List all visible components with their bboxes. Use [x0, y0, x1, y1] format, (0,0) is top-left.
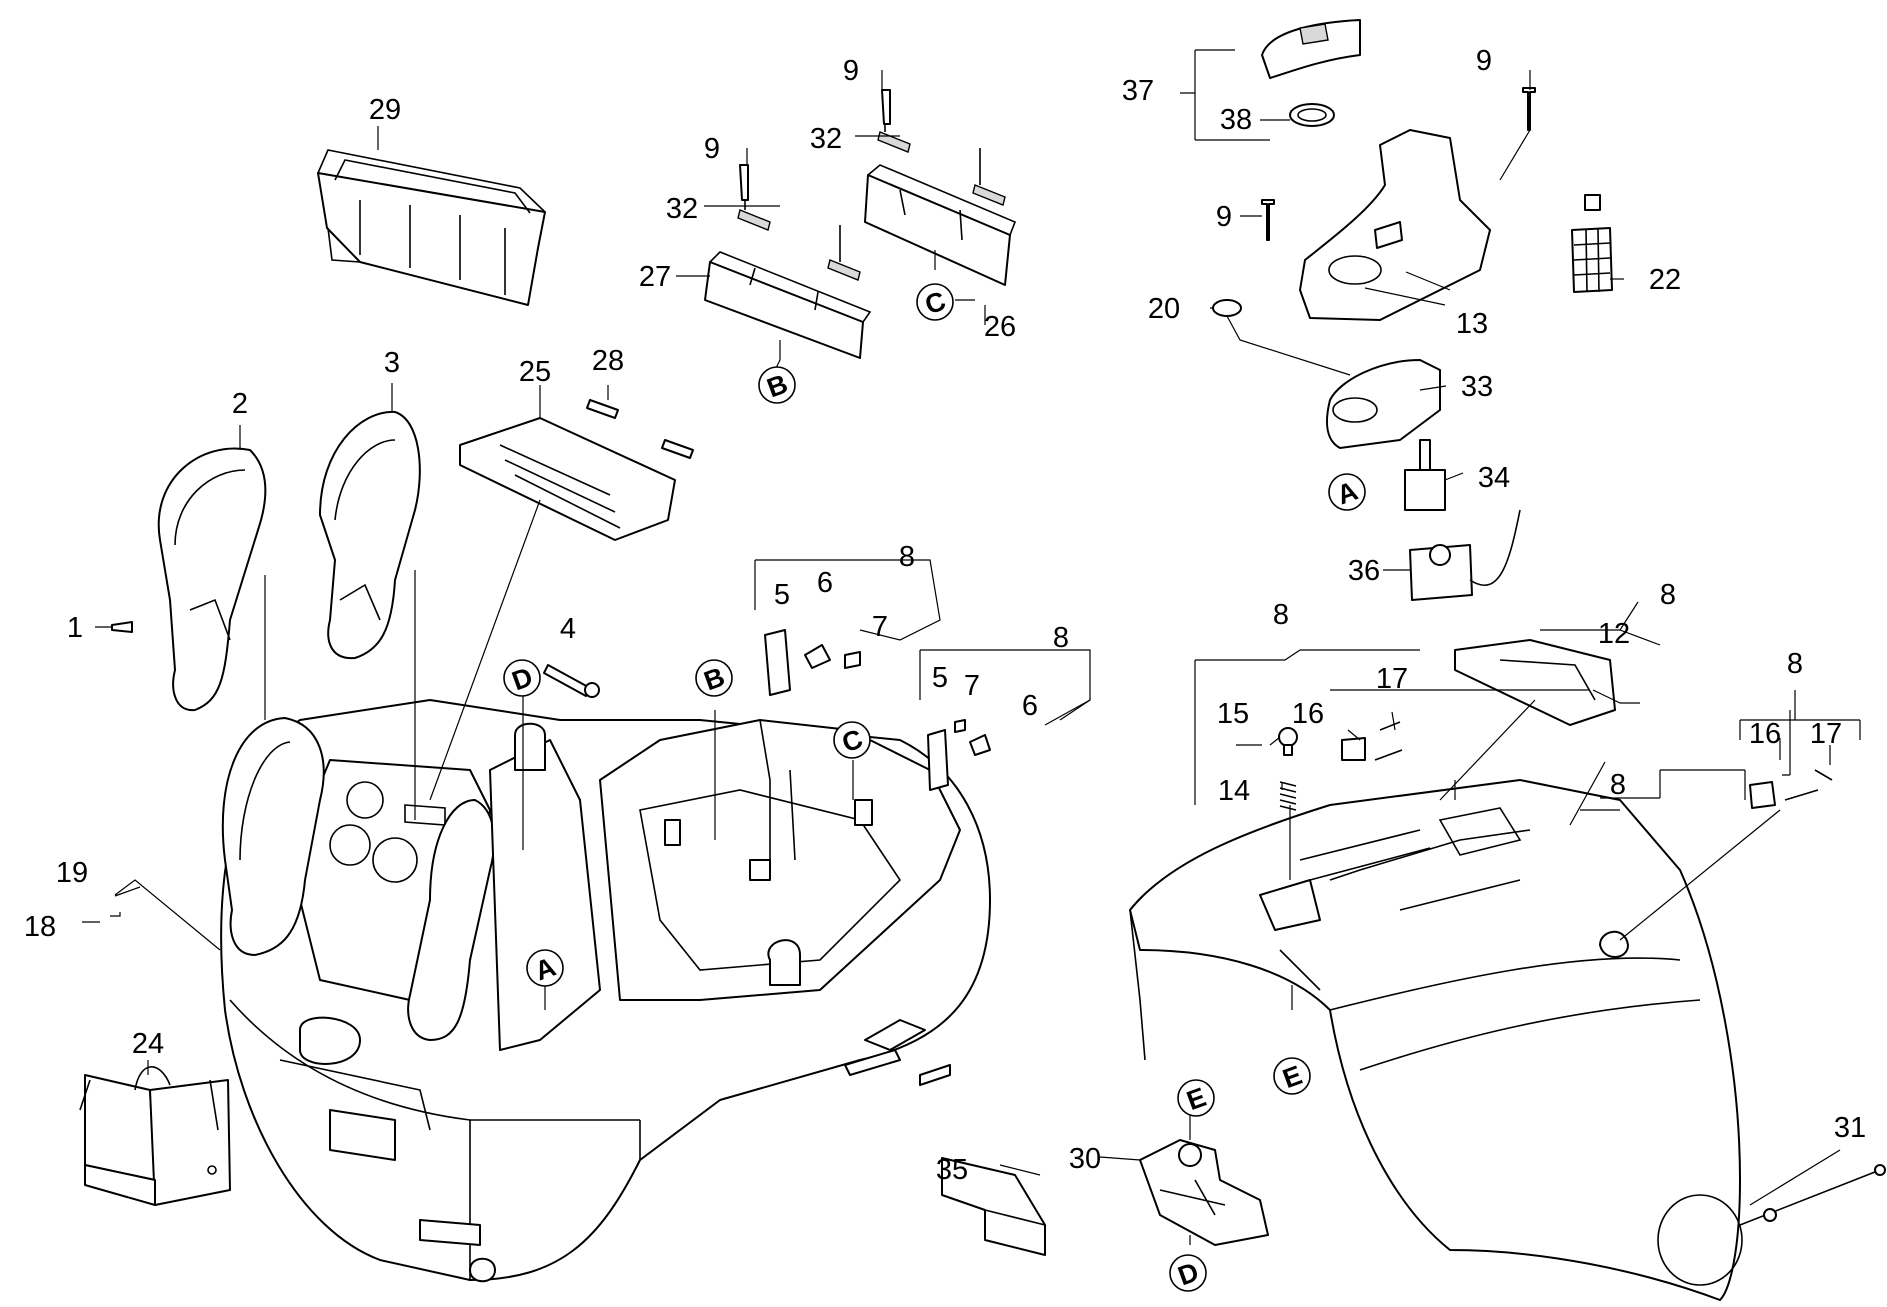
label-6: 6: [817, 567, 833, 599]
part-3-handle: [319, 410, 421, 660]
part-26-right-rail: [864, 98, 1017, 286]
part-38-ring: [1289, 103, 1335, 127]
label-28: 28: [592, 345, 624, 377]
part-29-tray: [317, 149, 546, 306]
part-37-cap: [1261, 19, 1361, 79]
part-20-disc: [1212, 299, 1242, 317]
label-36: 36: [1348, 555, 1380, 587]
label-38: 38: [1220, 104, 1252, 136]
label-27: 27: [639, 261, 671, 293]
label-8: 8: [1660, 579, 1676, 611]
part-22-keypad: [1571, 194, 1613, 293]
part-13-housing: [1299, 129, 1491, 321]
part-2-handle: [157, 447, 267, 712]
label-3: 3: [384, 347, 400, 379]
label-15: 15: [1217, 698, 1249, 730]
part-35-bracket: [941, 1157, 1046, 1256]
label-24: 24: [132, 1028, 164, 1060]
label-9: 9: [1476, 45, 1492, 77]
label-9: 9: [1216, 201, 1232, 233]
label-6: 6: [1022, 690, 1038, 722]
label-2: 2: [232, 388, 248, 420]
part-34-block: [1404, 439, 1446, 511]
label-8: 8: [1053, 622, 1069, 654]
part-5-6-7-latch-right: [927, 719, 991, 791]
label-13: 13: [1456, 308, 1488, 340]
label-7: 7: [964, 670, 980, 702]
label-8: 8: [899, 541, 915, 573]
label-5: 5: [932, 662, 948, 694]
part-28-pins: [586, 399, 694, 459]
label-22: 22: [1649, 264, 1681, 296]
label-32: 32: [810, 123, 842, 155]
label-17: 17: [1376, 663, 1408, 695]
part-25-cover: [459, 417, 676, 541]
part-4-pin: [543, 664, 600, 698]
main-frame: [220, 699, 991, 1283]
part-30-mount: [1139, 1139, 1269, 1246]
label-20: 20: [1148, 293, 1180, 325]
label-26: 26: [984, 311, 1016, 343]
label-33: 33: [1461, 371, 1493, 403]
label-7: 7: [872, 611, 888, 643]
label-8: 8: [1787, 648, 1803, 680]
label-25: 25: [519, 356, 551, 388]
label-37: 37: [1122, 75, 1154, 107]
leader-lines: [82, 49, 1861, 1245]
part-33-tank: [1326, 359, 1441, 449]
part-5-6-7-latch-left: [764, 629, 861, 696]
label-35: 35: [936, 1154, 968, 1186]
label-32: 32: [666, 193, 698, 225]
part-1-screw: [111, 621, 133, 633]
label-5: 5: [774, 579, 790, 611]
label-34: 34: [1478, 462, 1510, 494]
label-4: 4: [560, 613, 576, 645]
label-30: 30: [1069, 1143, 1101, 1175]
part-15-knob: [1278, 727, 1298, 756]
part-31-cable: [1657, 1164, 1886, 1286]
part-24-box: [79, 1066, 231, 1206]
label-31: 31: [1834, 1112, 1866, 1144]
part-36-switch: [1409, 509, 1521, 601]
label-12: 12: [1598, 618, 1630, 650]
part-14-spring: [1279, 781, 1297, 811]
part-12-pad: [1454, 639, 1616, 726]
label-16: 16: [1292, 698, 1324, 730]
label-19: 19: [56, 857, 88, 889]
label-14: 14: [1218, 775, 1250, 807]
part-16-17-clip-left: [1341, 721, 1403, 761]
reference-markers: D A B C B C A E E D: [503, 283, 1366, 1292]
part-numbers: 1 2 3 4 5 5 6 6 7 7 8 8 8 8 8 8 9 9 9 9 …: [24, 45, 1866, 1186]
label-29: 29: [369, 94, 401, 126]
part-16-17-clip-right: [1749, 769, 1833, 809]
part-27-left-rail: [704, 178, 872, 359]
label-17: 17: [1810, 718, 1842, 750]
label-1: 1: [67, 612, 83, 644]
label-18: 18: [24, 911, 56, 943]
label-9: 9: [704, 133, 720, 165]
part-hood: [1129, 779, 1741, 1301]
label-16: 16: [1749, 718, 1781, 750]
label-8: 8: [1610, 769, 1626, 801]
label-9: 9: [843, 55, 859, 87]
label-8: 8: [1273, 599, 1289, 631]
